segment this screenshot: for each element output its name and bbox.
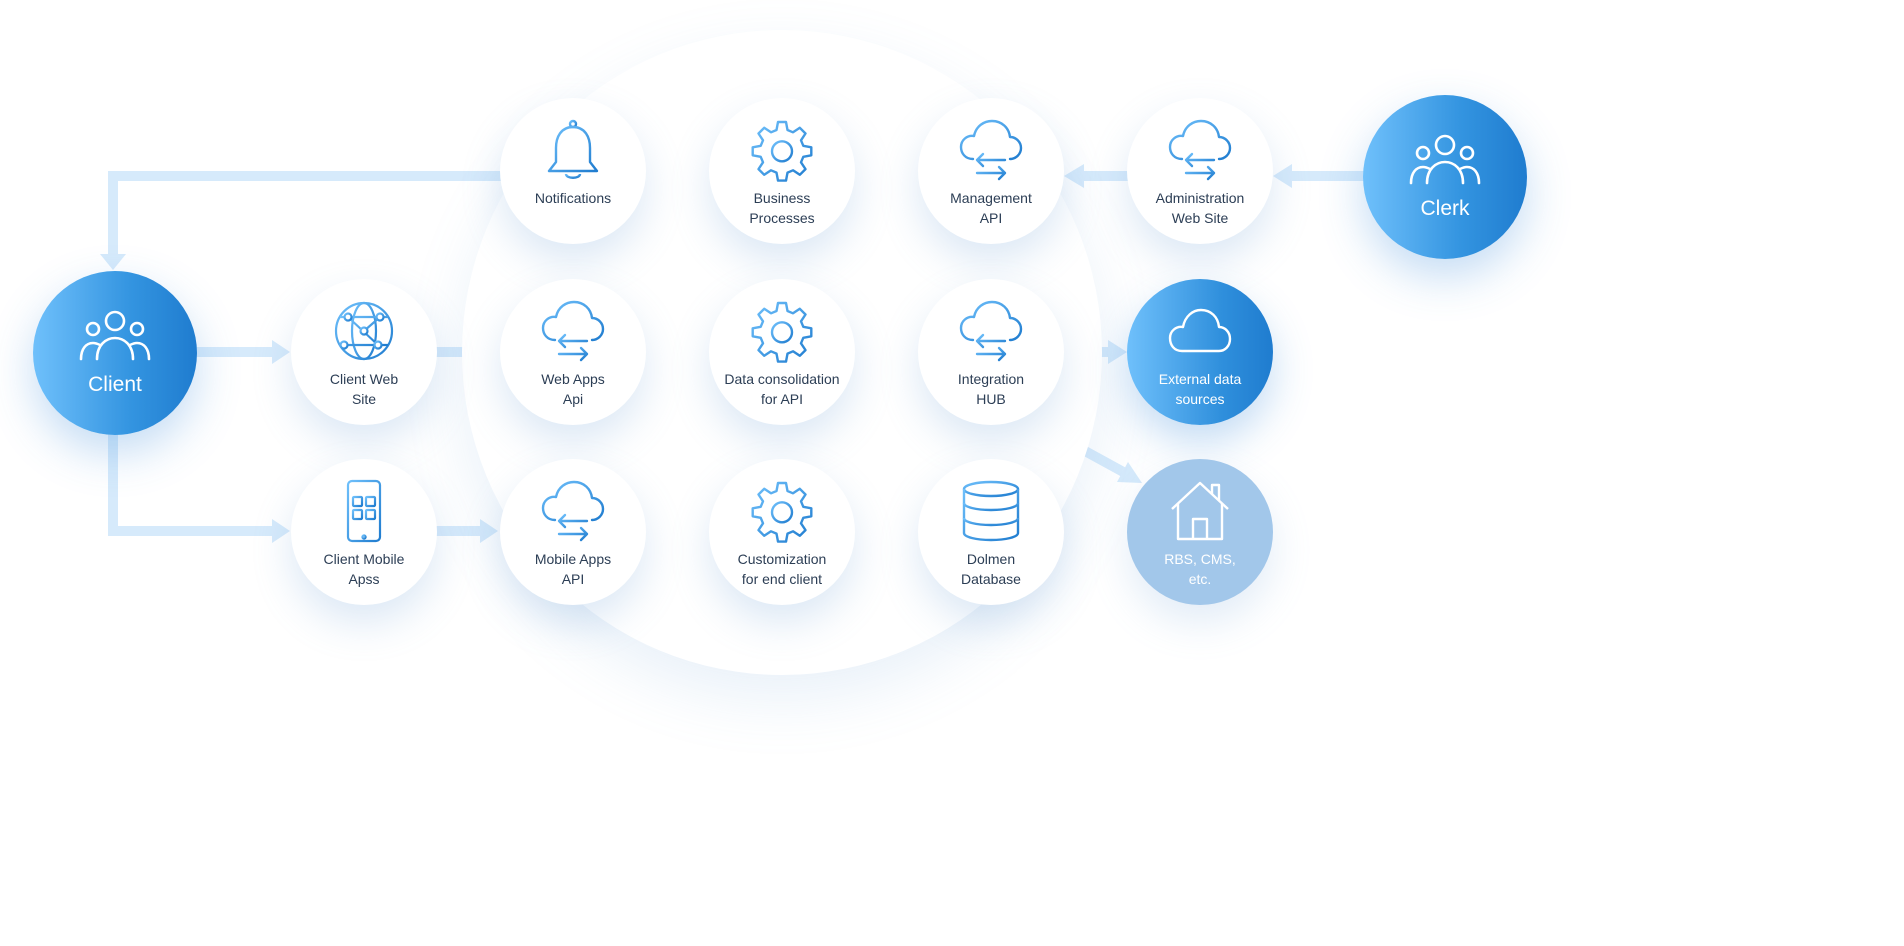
- gear-icon: [751, 481, 813, 543]
- node-client-mobile-apps[interactable]: Client Mobile Apss: [291, 459, 437, 605]
- node-management-api-label: Management API: [950, 190, 1032, 226]
- database-icon: [962, 480, 1020, 542]
- cloud-sync-icon: [959, 119, 1023, 181]
- node-rbs-cms[interactable]: RBS, CMS, etc.: [1127, 459, 1273, 605]
- node-client-mobile-apps-label: Client Mobile Apss: [323, 551, 405, 587]
- actor-clerk[interactable]: Clerk: [1363, 95, 1527, 259]
- node-mobile-apps-api[interactable]: Mobile Apps API: [500, 459, 646, 605]
- node-business-processes[interactable]: Business Processes: [709, 98, 855, 244]
- cloud-sync-icon: [541, 480, 605, 542]
- node-dolmen-database[interactable]: Dolmen Database: [918, 459, 1064, 605]
- users-icon: [79, 310, 151, 361]
- actor-clerk-label: Clerk: [1420, 197, 1470, 220]
- connector-client-web: [196, 347, 274, 357]
- bell-icon: [547, 119, 599, 179]
- architecture-diagram: Client Clerk Notifications: [33, 95, 1527, 605]
- node-mobile-apps-api-label: Mobile Apps API: [534, 551, 612, 587]
- cloud-icon: [1168, 308, 1232, 353]
- connector-web-webapi: [436, 347, 482, 357]
- connector-mobile-mobileapi: [436, 526, 482, 536]
- node-notifications-label: Notifications: [534, 190, 612, 206]
- connector-client-mobile: [108, 432, 118, 536]
- node-integration-hub[interactable]: Integration HUB: [918, 279, 1064, 425]
- node-customization[interactable]: Customization for end client: [709, 459, 855, 605]
- cloud-sync-icon: [541, 300, 605, 362]
- node-customization-label: Customization for end client: [737, 551, 827, 587]
- arrowhead-client-top: [100, 254, 126, 270]
- globe-network-icon: [334, 301, 394, 361]
- cloud-sync-icon: [959, 300, 1023, 362]
- node-integration-hub-label: Integration HUB: [957, 371, 1025, 407]
- node-external-data-sources[interactable]: External data sources: [1127, 279, 1273, 425]
- node-management-api[interactable]: Management API: [918, 98, 1064, 244]
- actor-client[interactable]: Client: [33, 271, 197, 435]
- connector-admin-management: [1082, 171, 1128, 181]
- house-icon: [1171, 481, 1229, 541]
- node-administration-web-site-label: Administration Web Site: [1155, 190, 1245, 226]
- gear-icon: [751, 120, 813, 182]
- smartphone-icon: [346, 479, 382, 543]
- gear-icon: [751, 301, 813, 363]
- node-client-web-site-label: Client Web Site: [329, 371, 399, 407]
- users-icon: [1409, 134, 1481, 185]
- node-rbs-cms-label: RBS, CMS, etc.: [1164, 551, 1236, 587]
- connector-notifications-client: [108, 171, 501, 181]
- node-web-apps-api-label: Web Apps Api: [541, 371, 605, 407]
- node-administration-web-site[interactable]: Administration Web Site: [1127, 98, 1273, 244]
- node-notifications[interactable]: Notifications: [500, 98, 646, 244]
- node-business-processes-label: Business Processes: [749, 190, 815, 226]
- node-data-consolidation-label: Data consolidation for API: [724, 371, 840, 407]
- node-client-web-site[interactable]: Client Web Site: [291, 279, 437, 425]
- actor-client-label: Client: [88, 373, 142, 396]
- node-data-consolidation[interactable]: Data consolidation for API: [709, 279, 855, 425]
- connector-clerk-admin: [1290, 171, 1364, 181]
- node-external-data-sources-label: External data sources: [1158, 371, 1242, 407]
- node-dolmen-database-label: Dolmen Database: [961, 551, 1021, 587]
- cloud-sync-icon: [1168, 119, 1232, 181]
- node-web-apps-api[interactable]: Web Apps Api: [500, 279, 646, 425]
